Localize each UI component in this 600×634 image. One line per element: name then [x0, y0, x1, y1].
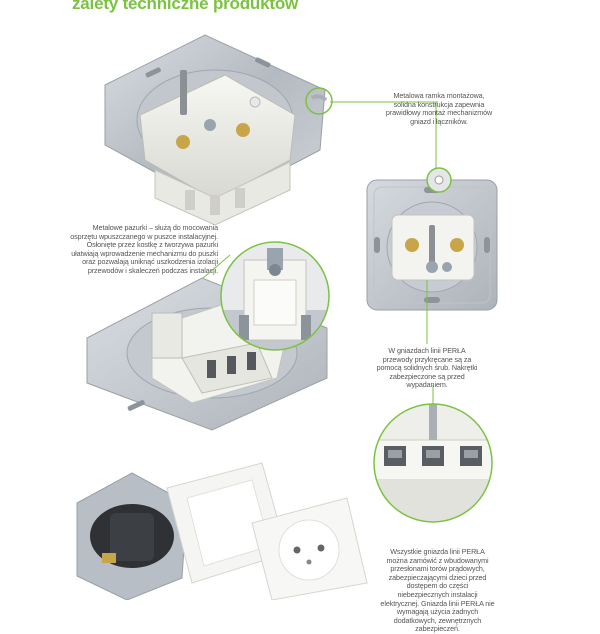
- screw-terminals-zoom-circle: [372, 402, 494, 524]
- callout-line-frame: [330, 101, 438, 178]
- socket-screw-callout-marker: [424, 165, 454, 195]
- callout-line-screws: [426, 280, 428, 344]
- caption-mounting-frame: Metalowa ramka montażowa, solidna konstr…: [385, 91, 493, 126]
- caption-screws: W gniazdach linii PERŁA przewody przykrę…: [376, 346, 478, 390]
- caption-shutters: Wszystkie gniazda linii PERŁA można zamó…: [380, 547, 495, 634]
- socket-mechanism-photo: [95, 30, 330, 230]
- caption-claws: Metalowe pazurki – służą do mocowania os…: [70, 223, 218, 275]
- claws-zoom-circle: [219, 240, 331, 352]
- socket-front-photo: [362, 175, 502, 315]
- frame-callout-marker: [304, 86, 334, 116]
- page-title: zalety techniczne produktów: [72, 0, 299, 13]
- socket-cover-frame-photo: [72, 458, 372, 600]
- callout-line-screws-lower: [432, 385, 434, 405]
